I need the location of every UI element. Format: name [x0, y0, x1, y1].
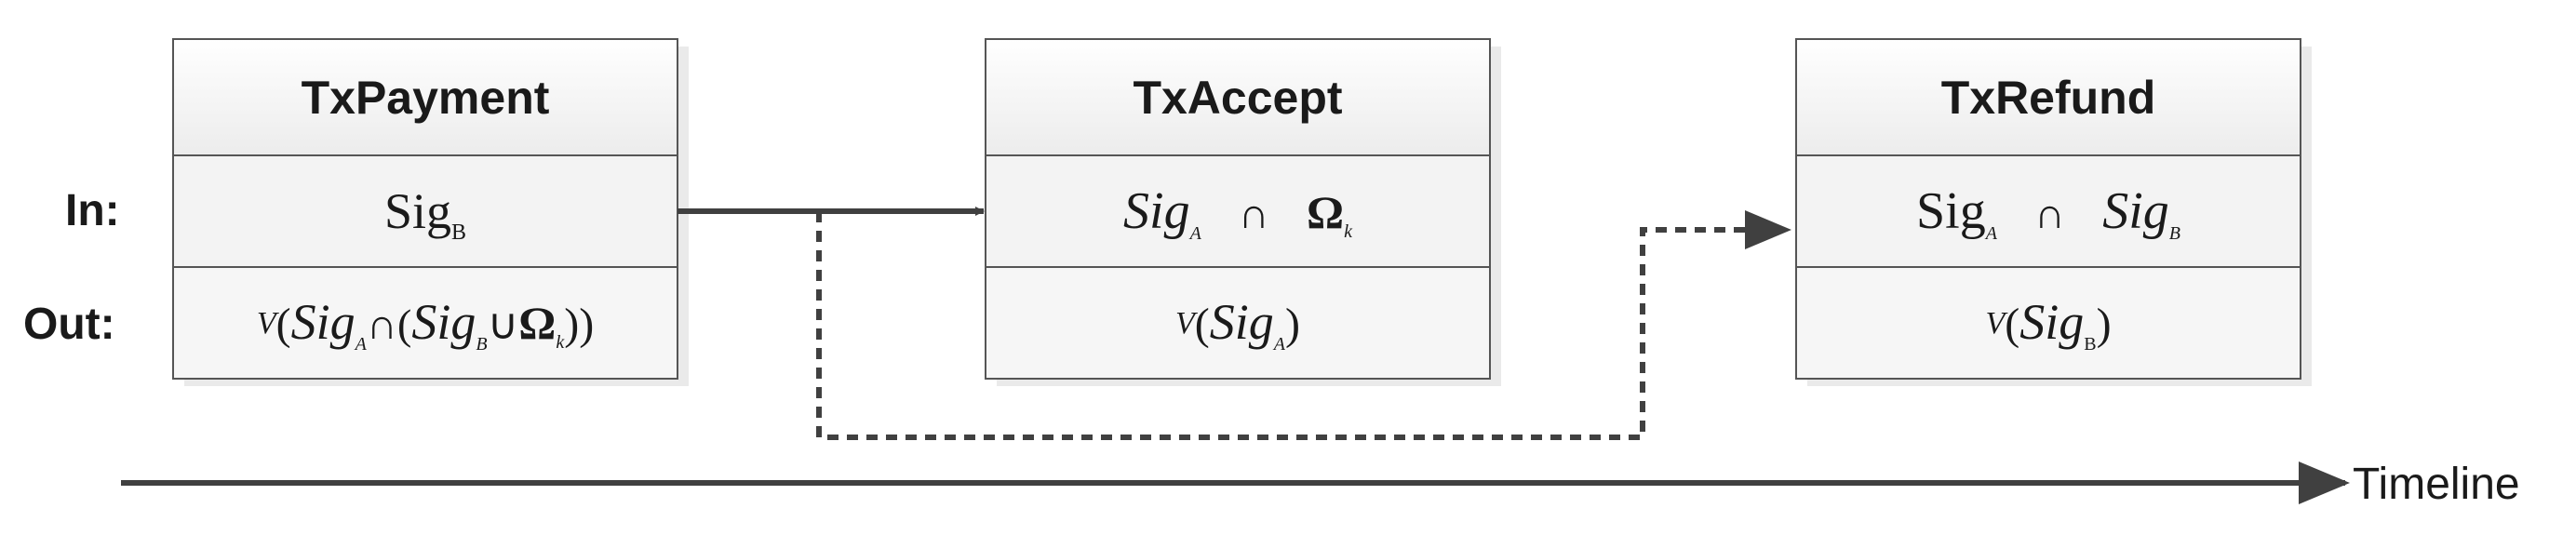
- tx-accept-input: SigA∩Ωk: [1123, 182, 1353, 244]
- timeline-arrowhead: [2299, 461, 2350, 504]
- timeline-label: Timeline: [2353, 460, 2520, 509]
- tx-refund-input: SigA∩SigB: [1916, 182, 2180, 244]
- tx-payment-box: TxPayment SigB V(SigA∩(SigB∪Ωk)): [172, 38, 689, 386]
- tx-accept-box: TxAccept SigA∩Ωk V(SigA): [985, 38, 1501, 386]
- tx-refund-title: TxRefund: [1941, 72, 2156, 124]
- tx-payment-title: TxPayment: [302, 72, 550, 124]
- in-row-label: In:: [65, 186, 120, 235]
- tx-refund-output: V(SigB): [1985, 294, 2111, 354]
- tx-accept-output: V(SigA): [1175, 294, 1300, 354]
- tx-accept-title: TxAccept: [1133, 72, 1342, 124]
- tx-refund-box: TxRefund SigA∩SigB V(SigB): [1795, 38, 2312, 386]
- out-row-label: Out:: [23, 300, 115, 349]
- tx-payment-output: V(SigA∩(SigB∪Ωk)): [257, 294, 594, 354]
- dashed-arrowhead: [1745, 210, 1791, 249]
- tx-payment-input: SigB: [384, 183, 466, 245]
